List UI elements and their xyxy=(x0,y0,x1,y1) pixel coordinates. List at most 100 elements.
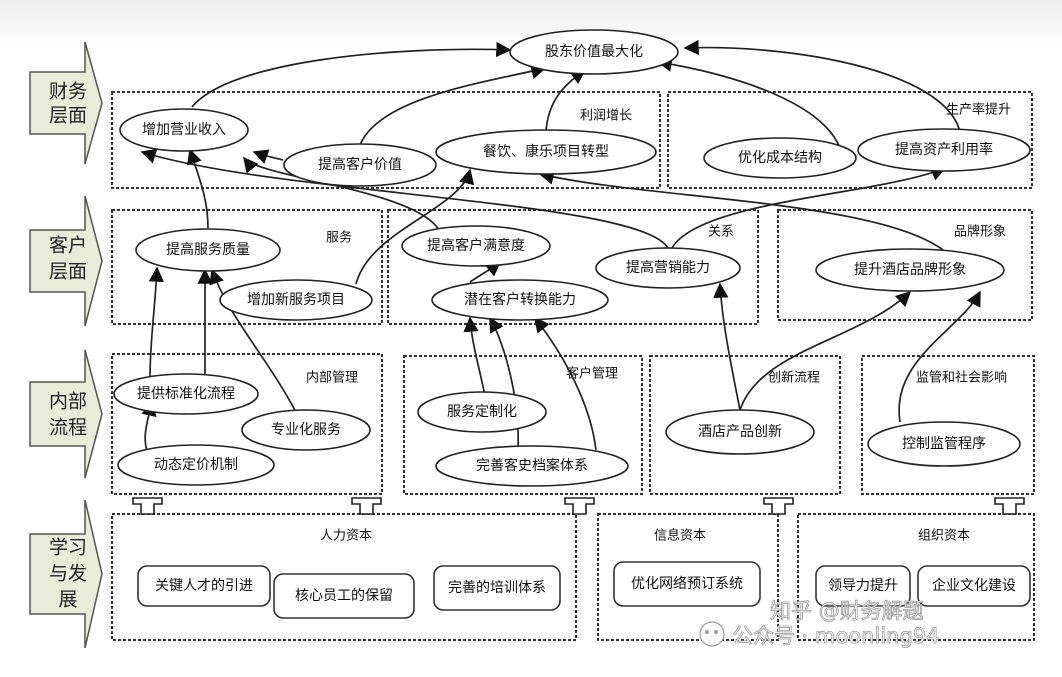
up-arrow-1 xyxy=(132,497,163,515)
block-up-arrows xyxy=(132,497,1025,515)
arrow-revenue-to-shareholder xyxy=(191,41,512,108)
node-product-innovation-label: 酒店产品创新 xyxy=(698,424,782,440)
financial-box-left xyxy=(111,91,661,189)
node-training-system xyxy=(433,565,561,611)
perspective-financial-line2: 层面 xyxy=(49,105,87,127)
node-regulatory-control-label: 控制监管程序 xyxy=(902,436,986,452)
node-standard-process xyxy=(113,373,259,415)
arrow-brand-to-catering xyxy=(538,169,953,259)
arrow-customized-to-conversion xyxy=(463,316,486,397)
learning-nodes: 关键人才的引进 核心员工的保留 完善的培训体系 优化网络预订系统 领导力提升 企… xyxy=(137,561,1031,619)
wechat-icon xyxy=(699,621,725,647)
watermark-line1: 知乎 @财务解题 xyxy=(770,599,924,623)
group-label-profit-growth: 利润增长 xyxy=(580,109,632,124)
node-professional-service xyxy=(241,409,371,451)
node-marketing-ability-label: 提高营销能力 xyxy=(626,259,710,276)
arrow-cost-to-shareholder xyxy=(656,56,841,149)
group-boxes xyxy=(111,91,1035,641)
node-standard-process-label: 提供标准化流程 xyxy=(137,386,235,402)
node-booking-system-label: 优化网络预订系统 xyxy=(631,576,743,592)
arrow-marketing-to-asset xyxy=(671,166,947,249)
node-optimize-cost-label: 优化成本结构 xyxy=(738,150,822,166)
group-label-information-capital: 信息资本 xyxy=(654,528,706,544)
arrow-customervalue-to-shareholder xyxy=(359,64,547,146)
node-shareholder-value-label: 股东价值最大化 xyxy=(545,44,643,60)
group-label-brand-image: 品牌形象 xyxy=(954,224,1006,240)
internal-box-regulatory xyxy=(861,355,1035,495)
node-new-service-items xyxy=(219,279,373,321)
node-customized-service xyxy=(417,391,547,433)
flow-arrows xyxy=(140,39,981,459)
arrow-asset-to-shareholder xyxy=(683,39,961,133)
node-potential-conversion-label: 潜在客户转换能力 xyxy=(464,291,576,308)
up-arrow-5 xyxy=(994,497,1025,515)
financial-perspective-arrow xyxy=(29,41,103,165)
internal-box-customer xyxy=(403,355,643,495)
node-raise-customer-value-label: 提高客户价值 xyxy=(318,156,402,173)
arrow-newservice-to-catering xyxy=(355,168,475,285)
node-leadership-label: 领导力提升 xyxy=(828,578,898,594)
arrow-professional-to-quality xyxy=(209,268,301,421)
arrow-innovation-to-marketing xyxy=(713,282,741,411)
node-professional-service-label: 专业化服务 xyxy=(271,422,341,438)
arrow-regulatory-to-brand xyxy=(898,290,981,423)
group-label-service: 服务 xyxy=(326,230,352,246)
perspective-customer-line2: 层面 xyxy=(49,261,87,283)
node-customer-records xyxy=(435,445,629,487)
node-catering-transform-label: 餐饮、康乐项目转型 xyxy=(483,143,609,160)
learning-perspective-arrow xyxy=(29,499,103,649)
group-label-relationship: 关系 xyxy=(708,225,734,240)
node-catering-transform xyxy=(435,129,657,175)
perspective-learning-line1: 学习 xyxy=(49,537,87,559)
internal-box-management xyxy=(111,353,383,495)
group-label-human-capital: 人力资本 xyxy=(320,529,372,544)
internal-box-innovation xyxy=(649,355,841,495)
node-new-service-items-label: 增加新服务项目 xyxy=(247,292,345,308)
node-service-quality-label: 提高服务质量 xyxy=(166,241,250,258)
node-core-retention-label: 核心员工的保留 xyxy=(295,588,393,604)
node-talent-intro xyxy=(137,565,271,607)
node-hotel-brand-label: 提升酒店品牌形象 xyxy=(854,261,966,278)
perspective-internal-line1: 内部 xyxy=(49,391,87,413)
perspective-learning-line2: 与发 xyxy=(49,563,87,585)
node-corporate-culture-label: 企业文化建设 xyxy=(932,577,1016,594)
arrow-records-to-conversion-1 xyxy=(489,316,520,449)
nodes: 股东价值最大化 增加营业收入 提高客户价值 餐饮、康乐项目转型 优化成本结构 提… xyxy=(113,29,1031,487)
watermark: 知乎 @财务解题 公众号 · moonling94 xyxy=(699,599,940,648)
arrow-innovation-to-brand xyxy=(739,290,912,411)
arrow-quality-to-revenue xyxy=(187,148,209,229)
node-core-retention xyxy=(273,573,415,619)
up-arrow-3 xyxy=(564,497,595,515)
perspective-financial-line1: 财务 xyxy=(49,81,87,103)
node-leadership xyxy=(815,565,911,607)
group-label-productivity: 生产率提升 xyxy=(946,102,1011,118)
node-customer-satisfaction xyxy=(401,225,551,267)
wechat-icon-eye-right xyxy=(714,630,718,634)
internal-perspective-arrow xyxy=(29,349,103,479)
learning-box-human xyxy=(111,513,577,641)
group-label-regulatory-social: 监管和社会影响 xyxy=(916,370,1007,386)
node-dynamic-pricing-label: 动态定价机制 xyxy=(154,457,238,473)
group-label-customer-management: 客户管理 xyxy=(566,366,618,382)
node-raise-customer-value xyxy=(283,143,437,187)
node-customer-records-label: 完善客史档案体系 xyxy=(476,457,588,474)
perspective-learning-line3: 展 xyxy=(58,589,77,611)
up-arrow-4 xyxy=(763,497,794,515)
node-asset-utilization xyxy=(857,128,1031,172)
node-marketing-ability xyxy=(595,247,741,289)
perspective-customer-line1: 客户 xyxy=(49,235,87,257)
customer-box-service xyxy=(111,209,383,325)
group-label-internal-management: 内部管理 xyxy=(306,370,358,386)
node-asset-utilization-label: 提高资产利用率 xyxy=(895,141,993,158)
node-increase-revenue-label: 增加营业收入 xyxy=(142,122,226,138)
customer-box-relationship xyxy=(387,209,759,325)
node-potential-conversion xyxy=(431,279,609,321)
financial-box-right xyxy=(667,91,1033,189)
perspective-arrows xyxy=(29,41,103,649)
node-dynamic-pricing xyxy=(117,444,275,486)
node-optimize-cost xyxy=(703,137,857,179)
node-customer-satisfaction-label: 提高客户满意度 xyxy=(427,237,525,254)
node-service-quality xyxy=(135,228,281,272)
